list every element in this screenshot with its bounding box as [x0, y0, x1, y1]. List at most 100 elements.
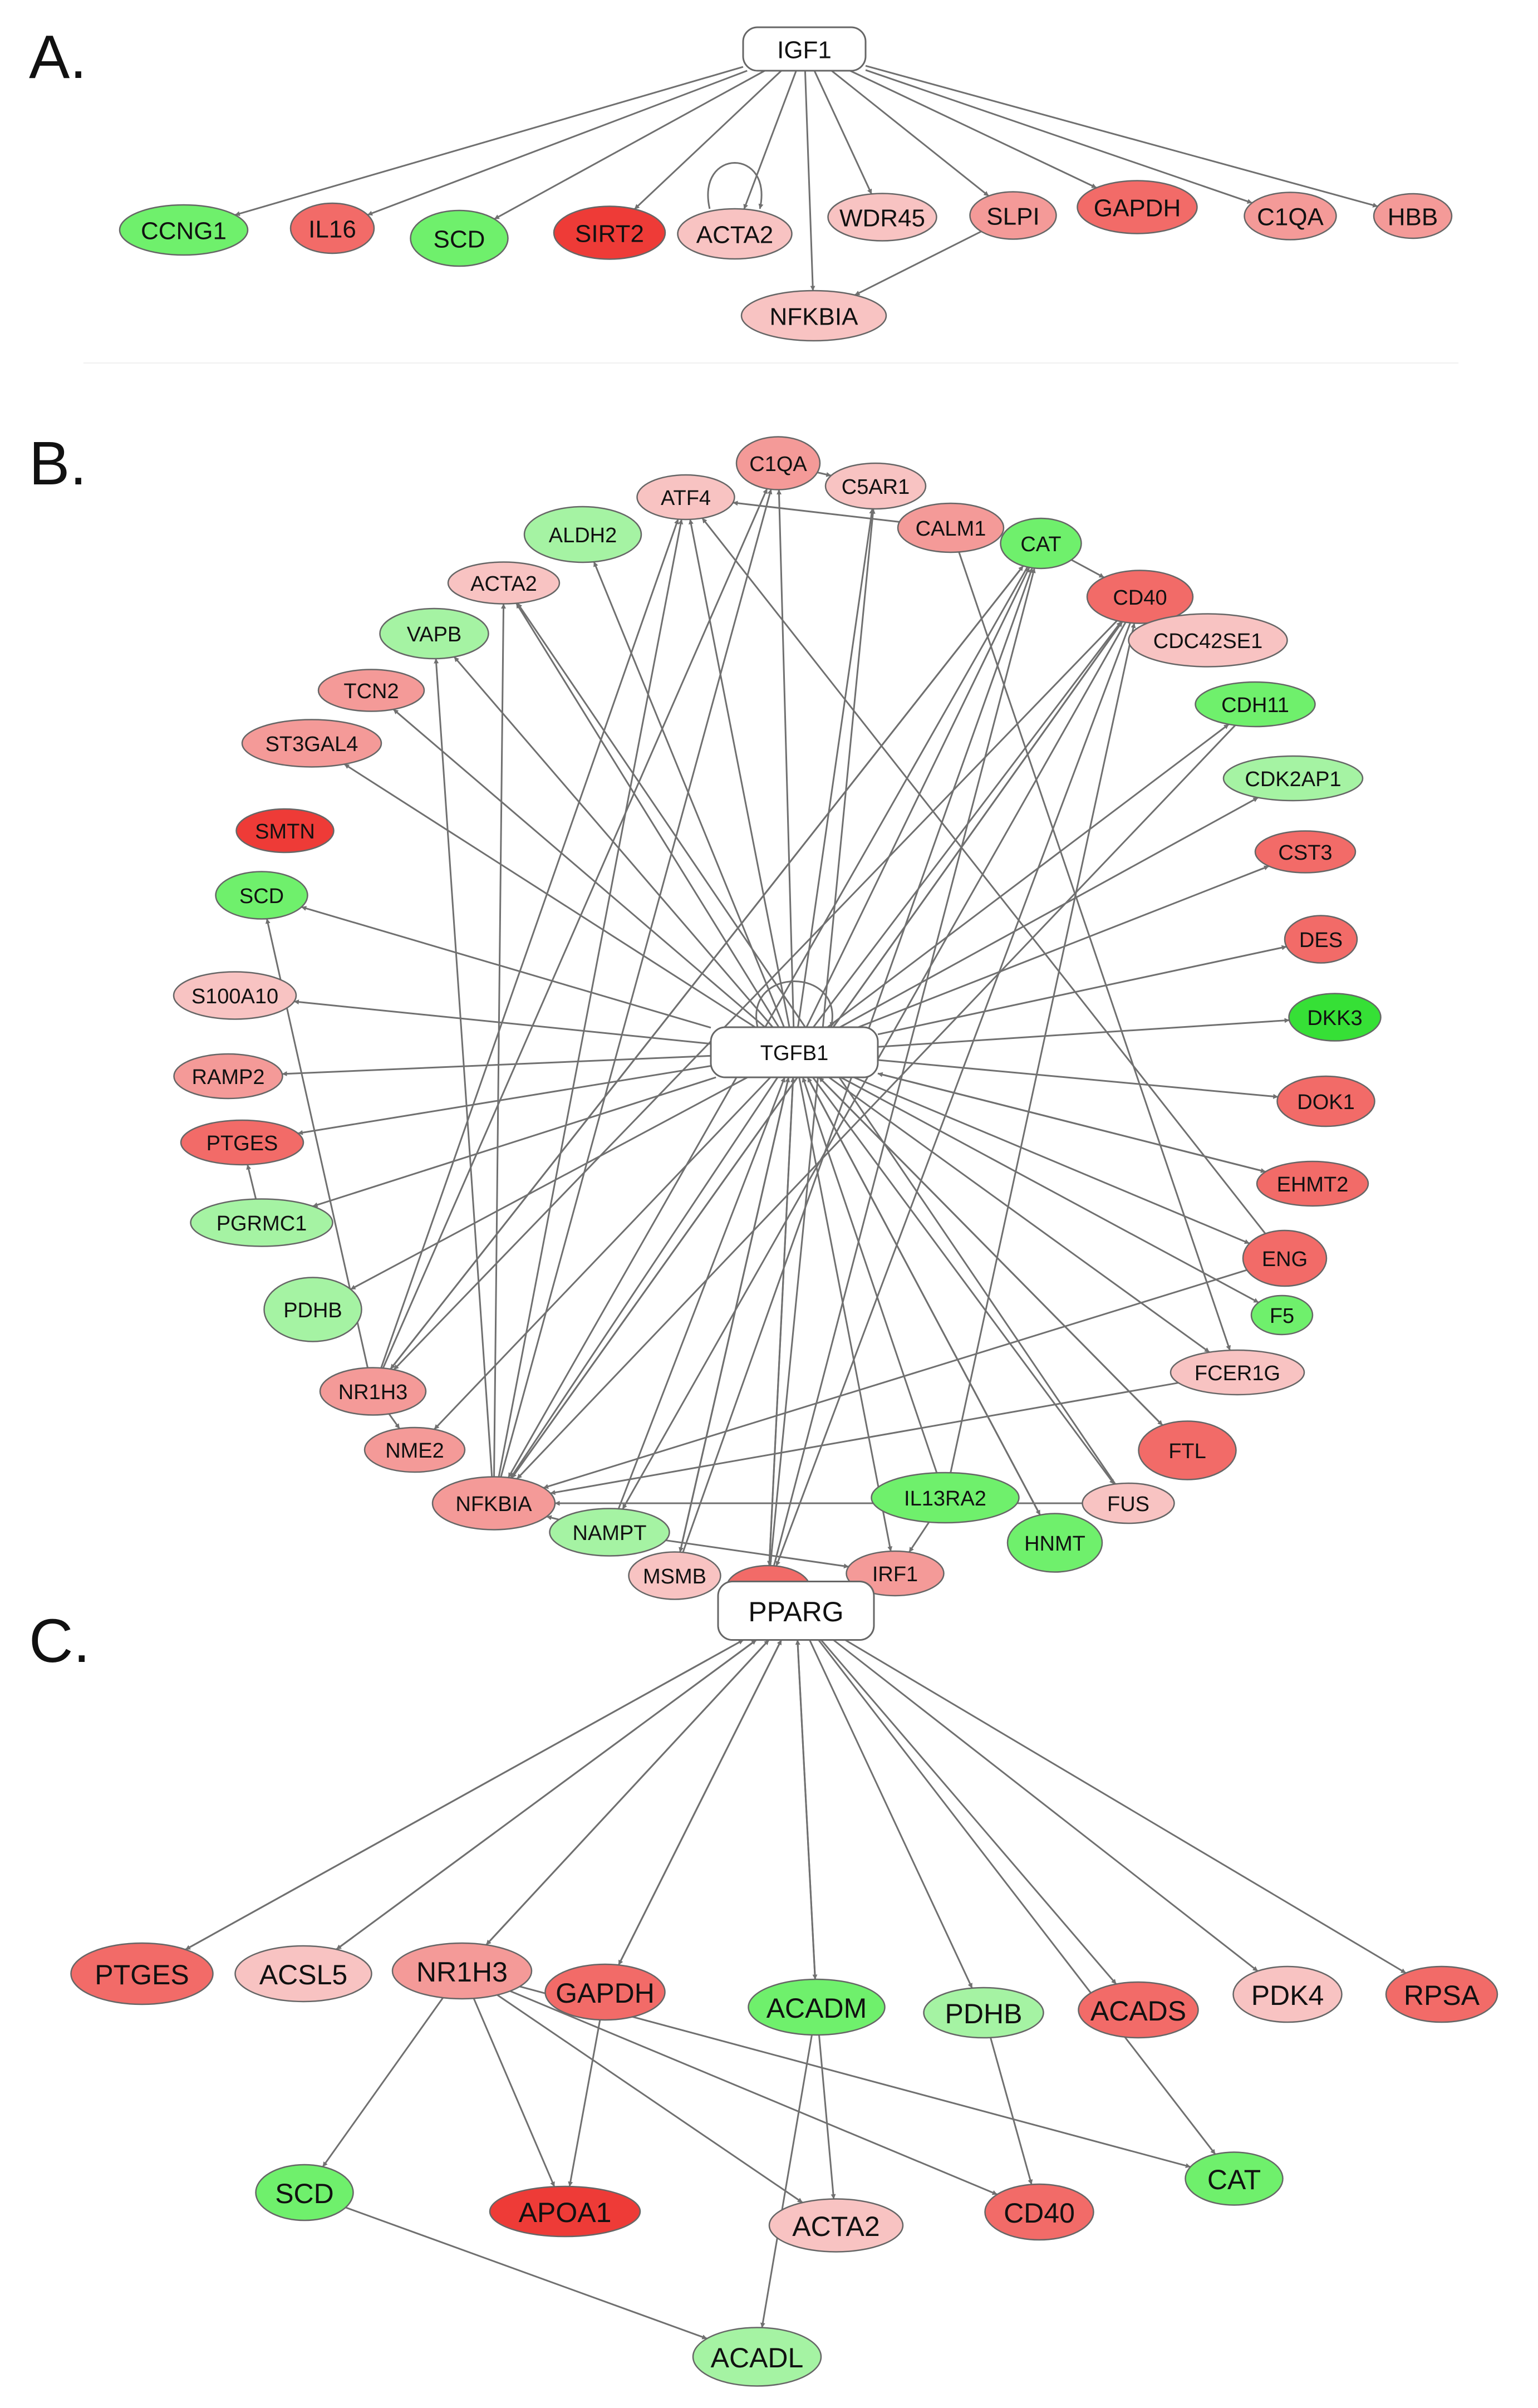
node-pdk4[interactable]: PDK4 — [1232, 1965, 1343, 2023]
edge-hnmt-tgfb1 — [807, 1077, 1041, 1516]
node-il13ra2[interactable]: IL13RA2 — [871, 1472, 1020, 1524]
node-smtn[interactable]: SMTN — [235, 808, 335, 854]
node-cst3[interactable]: CST3 — [1254, 830, 1357, 874]
node-c1qa[interactable]: C1QA — [1244, 192, 1337, 241]
node-pparg[interactable]: PPARG — [717, 1581, 875, 1641]
edge-ptges-pparg — [185, 1639, 744, 1950]
node-label-igf1: IGF1 — [777, 37, 832, 64]
node-label-scd: SCD — [239, 885, 284, 908]
edge-il13ra2-cd40 — [950, 622, 1136, 1473]
node-st3gal4[interactable]: ST3GAL4 — [241, 719, 382, 768]
edge-tgfb1-tcn2 — [392, 708, 766, 1028]
node-wdr45[interactable]: WDR45 — [827, 193, 937, 242]
node-dkk3[interactable]: DKK3 — [1288, 993, 1382, 1042]
node-irf1[interactable]: IRF1 — [846, 1550, 945, 1597]
edge-pgrmc1-ptges — [246, 1164, 257, 1199]
node-pdhb[interactable]: PDHB — [923, 1987, 1044, 2039]
node-aldh2[interactable]: ALDH2 — [523, 506, 642, 563]
node-label-tcn2: TCN2 — [343, 680, 399, 703]
node-scd[interactable]: SCD — [255, 2164, 354, 2221]
node-eng[interactable]: ENG — [1242, 1229, 1328, 1287]
node-apoa1[interactable]: APOA1 — [489, 2185, 641, 2238]
node-acads[interactable]: ACADS — [1078, 1981, 1199, 2039]
node-nfkbia[interactable]: NFKBIA — [740, 290, 887, 342]
node-vapb[interactable]: VAPB — [379, 607, 489, 660]
node-s100a10[interactable]: S100A10 — [173, 971, 297, 1020]
node-c5ar1[interactable]: C5AR1 — [824, 462, 927, 510]
edge-nampt-irf1 — [665, 1539, 849, 1569]
panel-label-c: C. — [29, 1607, 90, 1675]
node-msmb[interactable]: MSMB — [628, 1551, 721, 1600]
edge-igf1-slpi — [831, 70, 990, 197]
node-shape-rpsa — [1385, 1965, 1498, 2023]
panel-label-b: B. — [29, 429, 87, 498]
node-label-cdh11: CDH11 — [1221, 694, 1289, 717]
node-nme2[interactable]: NME2 — [363, 1426, 466, 1473]
edge-pparg-cat — [818, 1639, 1216, 2155]
node-cd40[interactable]: CD40 — [1086, 570, 1194, 624]
node-calm1[interactable]: CALM1 — [897, 502, 1005, 553]
node-shape-ptges — [180, 1119, 304, 1166]
node-label-acadm: ACADM — [766, 1993, 867, 2024]
node-tcn2[interactable]: TCN2 — [317, 669, 425, 712]
node-scd[interactable]: SCD — [410, 209, 509, 267]
node-scd[interactable]: SCD — [215, 871, 308, 920]
node-nr1h3[interactable]: NR1H3 — [319, 1367, 427, 1416]
edge-calm1-fcer1g — [958, 551, 1231, 1351]
node-il16[interactable]: IL16 — [289, 202, 375, 254]
edge-pparg-pdk4 — [833, 1639, 1259, 1972]
node-nampt[interactable]: NAMPT — [549, 1508, 670, 1557]
node-nr1h3[interactable]: NR1H3 — [391, 1942, 533, 2000]
node-label-apoa1: APOA1 — [519, 2197, 612, 2228]
node-ramp2[interactable]: RAMP2 — [173, 1053, 283, 1100]
node-f5[interactable]: F5 — [1250, 1294, 1314, 1336]
node-acta2[interactable]: ACTA2 — [677, 208, 793, 260]
node-des[interactable]: DES — [1284, 915, 1358, 964]
node-ehmt2[interactable]: EHMT2 — [1256, 1160, 1369, 1207]
node-cdk2ap1[interactable]: CDK2AP1 — [1222, 755, 1364, 802]
node-label-tgfb1: TGFB1 — [760, 1042, 828, 1065]
node-fus[interactable]: FUS — [1082, 1482, 1175, 1524]
node-label-nr1h3: NR1H3 — [338, 1381, 408, 1404]
node-acsl5[interactable]: ACSL5 — [234, 1945, 372, 2003]
node-ptges[interactable]: PTGES — [70, 1942, 214, 2005]
node-label-atf4: ATF4 — [661, 487, 711, 510]
node-ccng1[interactable]: CCNG1 — [119, 204, 249, 256]
node-cd40[interactable]: CD40 — [984, 2183, 1094, 2241]
node-hnmt[interactable]: HNMT — [1006, 1513, 1103, 1573]
node-gapdh[interactable]: GAPDH — [1077, 180, 1198, 234]
edge-nampt-nfkbia — [546, 1515, 559, 1521]
node-label-scd: SCD — [434, 226, 485, 253]
node-nfkbia[interactable]: NFKBIA — [431, 1476, 556, 1531]
node-cdh11[interactable]: CDH11 — [1195, 681, 1316, 728]
node-pgrmc1[interactable]: PGRMC1 — [190, 1198, 333, 1247]
node-label-acta2: ACTA2 — [792, 2211, 879, 2242]
node-label-ptges: PTGES — [207, 1132, 278, 1155]
node-fcer1g[interactable]: FCER1G — [1170, 1349, 1305, 1396]
node-label-rpsa: RPSA — [1404, 1980, 1480, 2011]
node-gapdh[interactable]: GAPDH — [544, 1963, 666, 2021]
node-ptges[interactable]: PTGES — [180, 1119, 304, 1166]
node-dok1[interactable]: DOK1 — [1276, 1075, 1375, 1127]
node-slpi[interactable]: SLPI — [969, 191, 1057, 240]
edge-nr1h3-scd — [322, 1997, 444, 2167]
node-label-acadl: ACADL — [711, 2342, 804, 2373]
node-acadl[interactable]: ACADL — [692, 2327, 822, 2387]
node-pdhb[interactable]: PDHB — [263, 1277, 362, 1342]
node-atf4[interactable]: ATF4 — [636, 474, 735, 521]
node-cdc42se1[interactable]: CDC42SE1 — [1128, 613, 1288, 668]
node-sirt2[interactable]: SIRT2 — [553, 205, 666, 260]
node-cat[interactable]: CAT — [1000, 517, 1082, 570]
node-igf1[interactable]: IGF1 — [742, 26, 867, 72]
node-hbb[interactable]: HBB — [1373, 193, 1453, 239]
edge-igf1-sirt2 — [633, 70, 782, 210]
node-acta2[interactable]: ACTA2 — [768, 2198, 904, 2253]
node-c1qa[interactable]: C1QA — [735, 436, 821, 491]
node-shape-pparg — [717, 1581, 875, 1641]
node-cat[interactable]: CAT — [1185, 2151, 1284, 2206]
node-rpsa[interactable]: RPSA — [1385, 1965, 1498, 2023]
node-tgfb1[interactable]: TGFB1 — [710, 1026, 879, 1078]
node-ftl[interactable]: FTL — [1138, 1420, 1237, 1480]
node-acta2[interactable]: ACTA2 — [447, 561, 561, 605]
node-acadm[interactable]: ACADM — [748, 1978, 886, 2036]
